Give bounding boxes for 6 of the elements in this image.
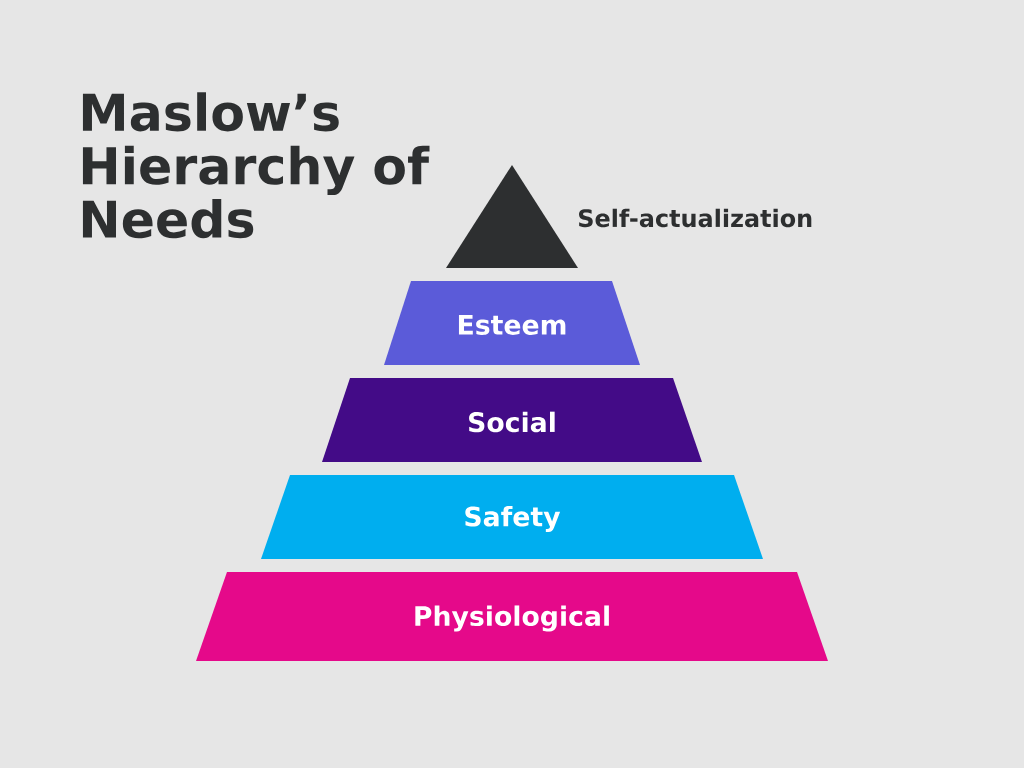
pyramid-top xyxy=(446,165,578,268)
title: Maslow’s Hierarchy of Needs xyxy=(82,92,430,239)
pyramid-level: Safety xyxy=(261,475,763,559)
level-label: Self-actualization xyxy=(579,208,812,228)
pyramid-level: Physiological xyxy=(196,572,828,661)
pyramid-level: Esteem xyxy=(384,281,640,365)
